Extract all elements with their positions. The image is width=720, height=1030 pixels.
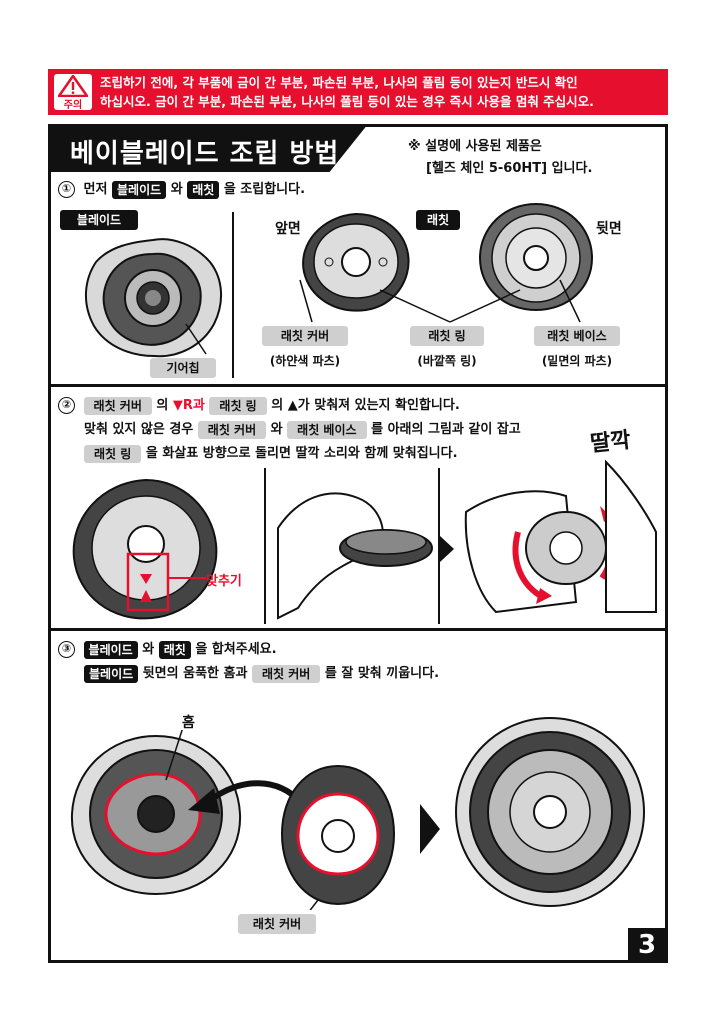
ratchet-front-illustration	[302, 212, 410, 312]
ratchet-alignment-illustration	[72, 478, 218, 620]
step1-instruction: ① 먼저 블레이드 와 래칫 을 조립합니다.	[58, 180, 305, 200]
step3-text-post: 을 합쳐주세요.	[195, 642, 277, 657]
warning-line-2: 하십시오. 금이 간 부분, 파손된 부분, 나사의 풀림 등이 있는 경우 즉…	[100, 94, 594, 109]
step1-tag-blade: 블레이드	[111, 180, 167, 199]
align-label: 맞추기	[206, 574, 242, 589]
gear-chip-label: 기어칩	[150, 358, 216, 378]
ratchet-base-desc: (밑면의 파츠)	[541, 354, 613, 368]
ratchet-label: 래칫	[416, 210, 460, 230]
ratchet-cover-label-step3: 래칫 커버	[238, 914, 316, 934]
step1-divider	[232, 212, 234, 378]
step2-line-1: ② 래칫 커버 의 ▼R과 래칫 링 의 ▲가 맞춰져 있는지 확인합니다.	[58, 396, 460, 416]
step2-text-2: 의	[271, 398, 284, 413]
step2-line2-mid: 와	[270, 422, 283, 437]
step1-tag-ratchet: 래칫	[187, 180, 220, 199]
step1-text-pre: 먼저	[83, 182, 108, 197]
step3-line2-mid: 뒷면의 움푹한 홈과	[142, 666, 248, 681]
back-label: 뒷면	[596, 221, 622, 237]
frame-top-rule	[360, 124, 668, 127]
step2-tag-ring: 래칫 링	[209, 396, 267, 415]
ratchet-cover-insert-illustration	[280, 764, 396, 910]
step3-tag-cover: 래칫 커버	[251, 664, 321, 683]
step3-line-1: ③ 블레이드 와 래칫 을 합쳐주세요.	[58, 640, 277, 660]
ratchet-cover-label: 래칫 커버	[262, 326, 348, 346]
product-note-line-2: [헬즈 체인 5-60HT] 입니다.	[426, 161, 593, 176]
step3-tag-blade: 블레이드	[83, 640, 138, 659]
warning-line-1: 조립하기 전에, 각 부품에 금이 간 부분, 파손된 부분, 나사의 풀림 등…	[100, 75, 578, 90]
warning-icon: 주의	[54, 74, 92, 111]
step3-tag-blade-2: 블레이드	[84, 664, 139, 683]
step2-line3-post: 을 화살표 방향으로 돌리면 딸깍 소리와 함께 맞춰집니다.	[145, 446, 458, 461]
hand-holding-ratchet-illustration	[277, 492, 433, 620]
step3-number: ③	[58, 641, 75, 658]
warning-bar	[48, 69, 668, 115]
step2-line-3: 래칫 링 을 화살표 방향으로 돌리면 딸깍 소리와 함께 맞춰집니다.	[84, 444, 458, 464]
warning-icon-label: 주의	[63, 100, 83, 111]
step3-text-mid: 와	[142, 642, 155, 657]
blade-label: 블레이드	[60, 210, 138, 230]
title-banner	[48, 124, 368, 172]
step3-tag-ratchet: 래칫	[158, 640, 191, 659]
step2-tag-cover-2: 래칫 커버	[197, 420, 267, 439]
step1-text-post: 을 조립합니다.	[223, 182, 306, 197]
step2-text-1: 의	[156, 398, 169, 413]
front-label: 앞면	[275, 221, 301, 237]
step1-text-mid: 와	[170, 182, 183, 197]
step2-mark-triangle: ▲가 맞춰져 있는지 확인합니다.	[287, 398, 460, 413]
rotate-ring-illustration	[464, 459, 657, 614]
ratchet-ring-desc: (바깥쪽 링)	[417, 354, 477, 368]
result-arrow-icon	[420, 804, 440, 854]
step3-line-2: 블레이드 뒷면의 움푹한 홈과 래칫 커버 를 잘 맞춰 끼웁니다.	[84, 664, 439, 684]
step2-tag-base: 래칫 베이스	[287, 420, 367, 439]
groove-label: 홈	[182, 715, 195, 731]
ratchet-ring-label: 래칫 링	[410, 326, 484, 346]
section-divider-1	[48, 384, 668, 387]
next-arrow-icon	[440, 536, 454, 562]
step2-line2-pre: 맞춰 있지 않은 경우	[84, 422, 194, 437]
step3-line2-post: 를 잘 맞춰 끼웁니다.	[324, 666, 440, 681]
page-title: 베이블레이드 조립 방법	[70, 139, 340, 169]
blade-bottom-illustration	[70, 730, 242, 896]
ratchet-base-label: 래칫 베이스	[534, 326, 620, 346]
product-note-line-1: ※ 설명에 사용된 제품은	[408, 139, 542, 154]
step1-number: ①	[58, 181, 75, 198]
step2-divider-1	[264, 468, 266, 624]
section-divider-2	[48, 628, 668, 631]
step2-tag-ring-2: 래칫 링	[84, 444, 142, 463]
step2-tag-cover: 래칫 커버	[83, 396, 152, 415]
ratchet-cover-desc: (하얀색 파츠)	[269, 354, 341, 368]
ratchet-back-illustration	[478, 202, 594, 312]
step2-line2-post: 를 아래의 그림과 같이 잡고	[371, 422, 521, 437]
warning-text: 조립하기 전에, 각 부품에 금이 간 부분, 파손된 부분, 나사의 풀림 등…	[100, 73, 666, 111]
step2-line-2: 맞춰 있지 않은 경우 래칫 커버 와 래칫 베이스 를 아래의 그림과 같이 …	[84, 420, 521, 440]
page-number: 3	[628, 928, 666, 962]
blade-illustration	[84, 238, 223, 358]
step2-number: ②	[58, 397, 75, 414]
step2-mark-r: ▼R과	[172, 398, 205, 413]
content-frame	[48, 127, 668, 963]
part-connector-lines	[299, 279, 581, 323]
step2-divider-2	[438, 468, 440, 624]
assembled-beyblade-illustration	[454, 716, 646, 908]
product-note: ※ 설명에 사용된 제품은 [헬즈 체인 5-60HT] 입니다.	[408, 136, 592, 180]
